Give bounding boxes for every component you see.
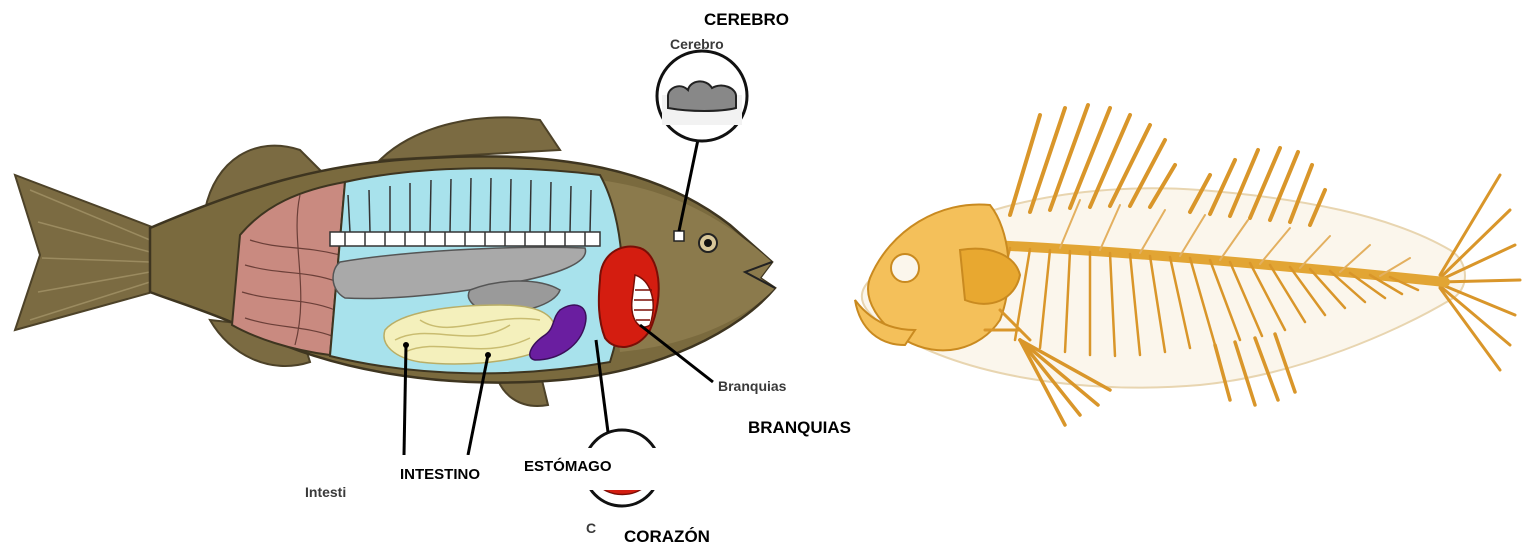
label-branquias: BRANQUIAS — [748, 418, 851, 438]
anatomy-fish — [15, 51, 775, 506]
brain-marker — [674, 231, 684, 241]
brain-icon — [668, 81, 736, 111]
skeleton-fish — [855, 105, 1520, 425]
label-estomago: ESTÓMAGO — [524, 458, 612, 475]
intestine-pointer-1 — [404, 345, 406, 455]
original-label-cerebro: Cerebro — [670, 36, 724, 52]
label-intestino: INTESTINO — [400, 466, 480, 483]
original-label-intestino: Intesti — [305, 484, 346, 500]
label-corazon: CORAZÓN — [624, 527, 710, 547]
tail-fin — [15, 175, 160, 330]
original-label-branquias: Branquias — [718, 378, 786, 394]
label-cerebro: CEREBRO — [704, 10, 789, 30]
dorsal-fin-rear — [380, 117, 560, 160]
original-label-corazon: C — [586, 520, 596, 536]
